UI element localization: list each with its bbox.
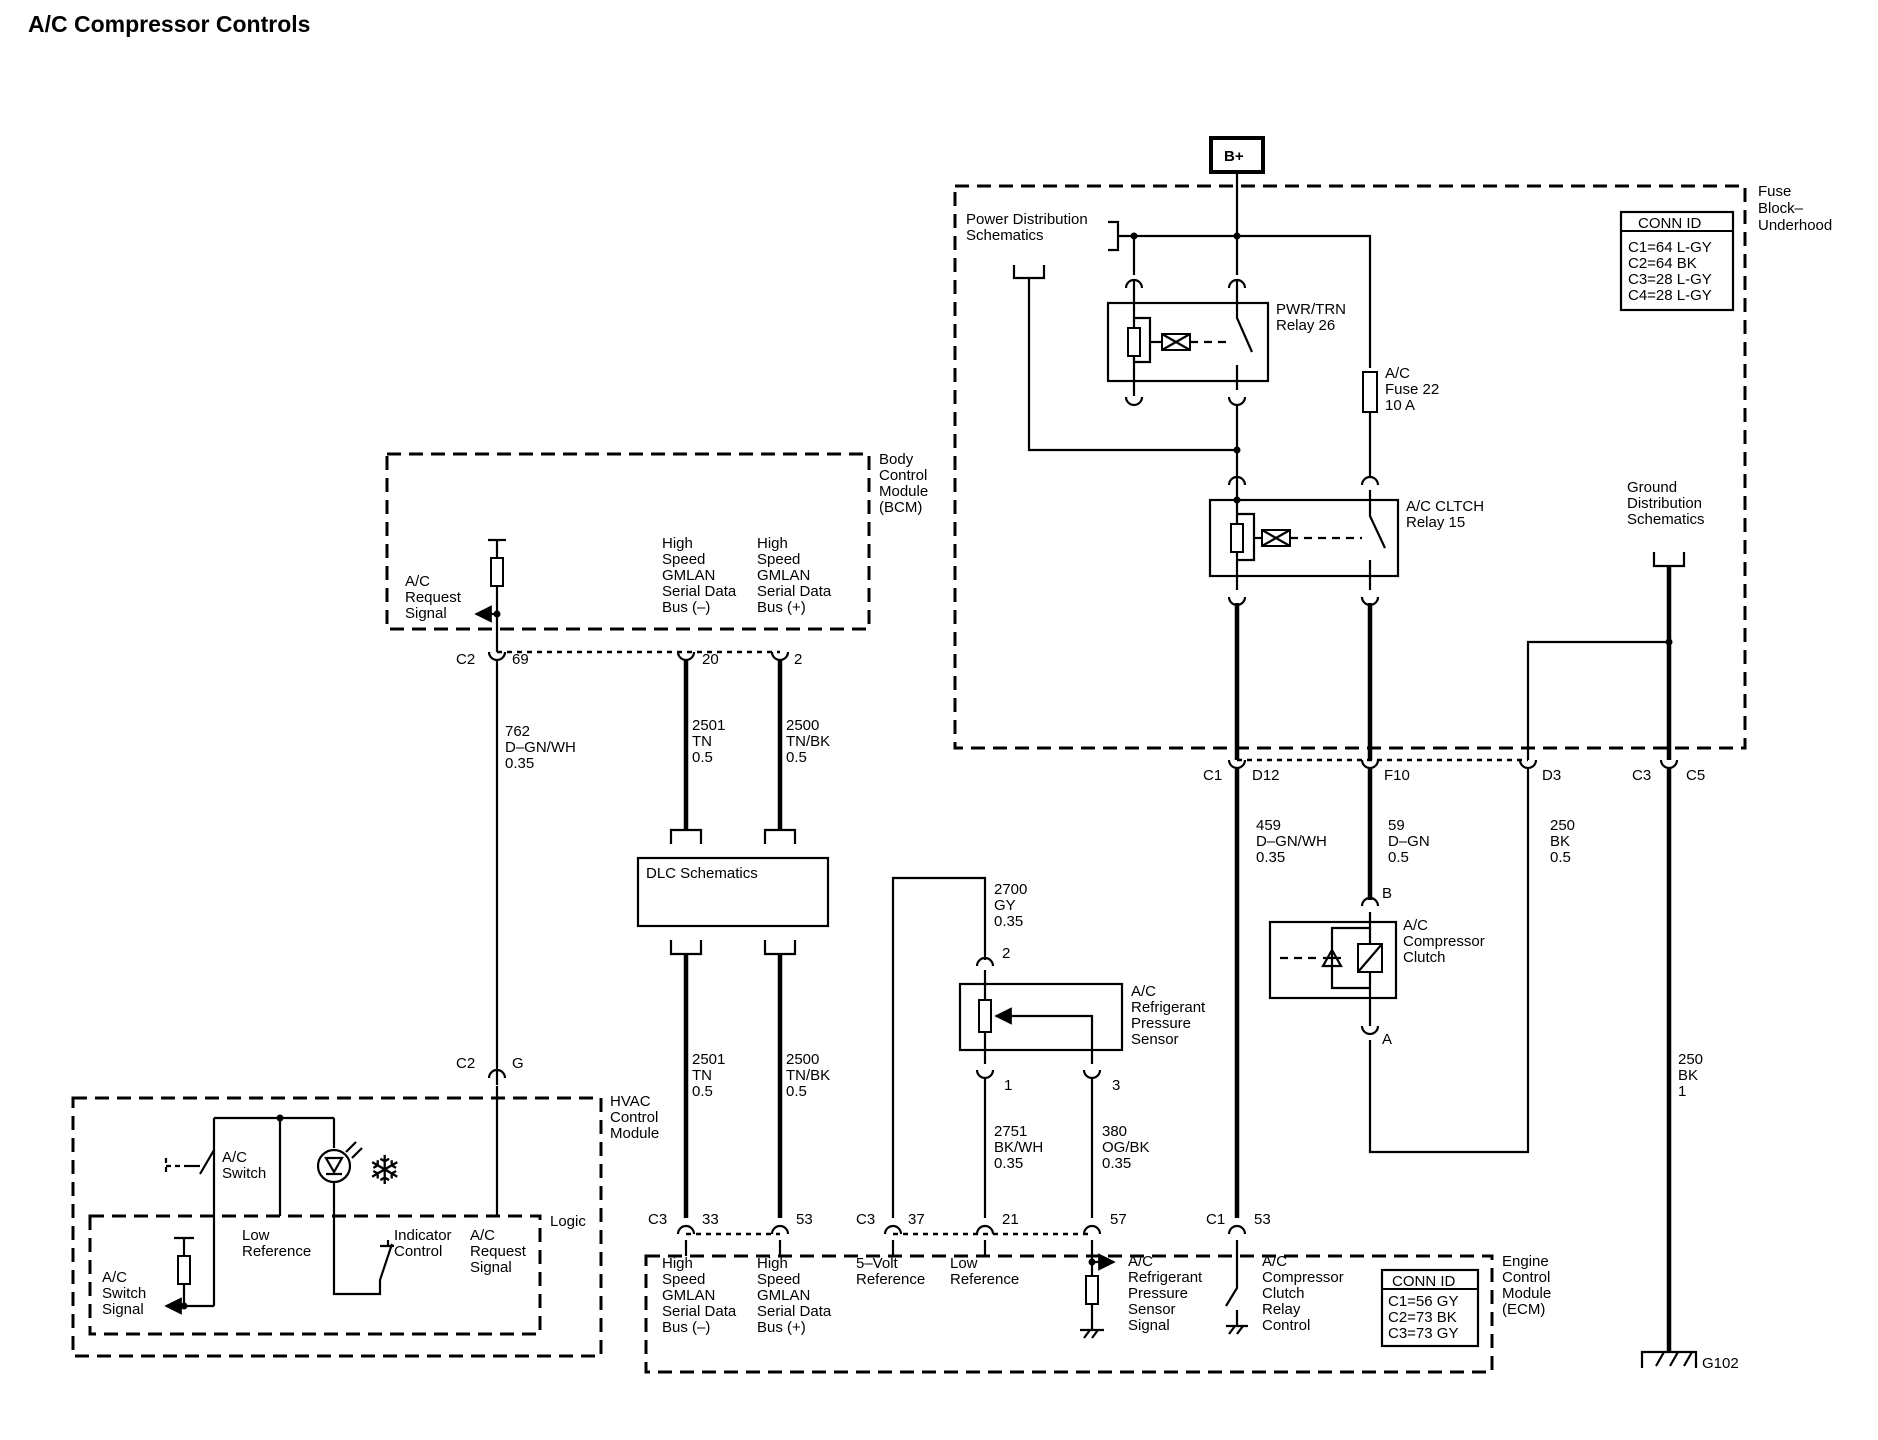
svg-text:2: 2	[1002, 945, 1010, 962]
svg-text:57: 57	[1110, 1211, 1127, 1228]
ac-fuse-22: A/C Fuse 22 10 A	[1362, 365, 1443, 414]
bcm-name: Body Control Module (BCM)	[879, 451, 932, 516]
fuse-block-underhood: B+ Fuse Block– Underhood CONN ID C1=64 L…	[953, 136, 1832, 784]
svg-text:C4=28 L-GY: C4=28 L-GY	[1628, 287, 1712, 304]
svg-text:1: 1	[1004, 1077, 1012, 1094]
diagram-title: A/C Compressor Controls	[28, 11, 310, 37]
power-distribution-label: Power Distribution Schematics	[966, 211, 1092, 244]
svg-text:20: 20	[702, 651, 719, 668]
indicator-control-label: Indicator Control	[394, 1227, 456, 1260]
svg-text:21: 21	[1002, 1211, 1019, 1228]
svg-text:A: A	[1382, 1031, 1392, 1048]
ac-refrigerant-pressure-sensor: 2700 GY 0.35 2 1 3 A/C Refrigerant Press…	[891, 876, 1209, 1218]
svg-text:37: 37	[908, 1211, 925, 1228]
svg-text:G102: G102	[1702, 1355, 1739, 1372]
svg-text:3: 3	[1112, 1077, 1120, 1094]
ac-switch-signal-label: A/C Switch Signal	[102, 1269, 150, 1318]
wire-59-label: 59 D–GN 0.5	[1388, 817, 1434, 866]
bcm-bus-plus-label: High Speed GMLAN Serial Data Bus (+)	[757, 535, 835, 616]
svg-text:F10: F10	[1384, 767, 1410, 784]
hvac-name: HVAC Control Module	[610, 1093, 663, 1142]
wire-762-label: 762 D–GN/WH 0.35	[505, 723, 580, 772]
ecm-bus-plus-label: High Speed GMLAN Serial Data Bus (+)	[757, 1255, 835, 1336]
wire-459-label: 459 D–GN/WH 0.35	[1256, 817, 1331, 866]
svg-text:CONN ID: CONN ID	[1392, 1273, 1456, 1290]
ac-switch-label: A/C Switch	[222, 1149, 266, 1182]
wire-2500-bottom-label: 2500 TN/BK 0.5	[786, 1051, 834, 1100]
ground-g102: G102	[1640, 1350, 1739, 1372]
svg-text:Logic: Logic	[550, 1213, 586, 1230]
svg-text:DLC Schematics: DLC Schematics	[646, 865, 758, 882]
dlc-schematics: DLC Schematics	[636, 828, 830, 956]
engine-control-module: Engine Control Module (ECM) CONN ID C1=5…	[644, 1211, 1555, 1374]
svg-text:C2: C2	[456, 651, 475, 668]
hvac-logic-outline	[88, 1214, 542, 1336]
pressure-sensor-name: A/C Refrigerant Pressure Sensor	[1131, 983, 1209, 1048]
wire-2501-top-label: 2501 TN 0.5	[692, 717, 730, 766]
bcm-request-signal-label: A/C Request Signal	[405, 573, 465, 622]
body-control-module: Body Control Module (BCM) A/C Request Si…	[385, 451, 932, 668]
ecm-conn-id-table: CONN ID C1=56 GY C2=73 BK C3=73 GY	[1380, 1268, 1480, 1348]
hvac-outline	[71, 1096, 603, 1358]
wire-2751-label: 2751 BK/WH 0.35	[994, 1123, 1047, 1172]
ecm-outline	[644, 1254, 1494, 1374]
ecm-clutch-control-label: A/C Compressor Clutch Relay Control	[1262, 1253, 1348, 1334]
svg-text:D3: D3	[1542, 767, 1561, 784]
pwr-trn-relay: PWR/TRN Relay 26	[1106, 278, 1350, 407]
svg-text:C3=73 GY: C3=73 GY	[1388, 1325, 1458, 1342]
wire-2500-top-label: 2500 TN/BK 0.5	[786, 717, 834, 766]
wire-2700-label: 2700 GY 0.35	[994, 881, 1032, 930]
hvac-request-label: A/C Request Signal	[470, 1227, 530, 1276]
svg-text:69: 69	[512, 651, 529, 668]
svg-text:C3: C3	[856, 1211, 875, 1228]
fuse-block-conn-id-table: CONN ID C1=64 L-GY C2=64 BK C3=28 L-GY C…	[1619, 210, 1735, 312]
hvac-low-ref-label: Low Reference	[242, 1227, 311, 1260]
svg-text:C2=73 BK: C2=73 BK	[1388, 1309, 1457, 1326]
svg-text:G: G	[512, 1055, 524, 1072]
compressor-clutch-name: A/C Compressor Clutch	[1403, 917, 1489, 966]
battery-terminal-label: B+	[1224, 148, 1244, 165]
svg-text:CONN ID: CONN ID	[1638, 215, 1702, 232]
snowflake-icon: ❄	[368, 1148, 402, 1194]
ecm-pressure-signal-label: A/C Refrigerant Pressure Sensor Signal	[1128, 1253, 1206, 1334]
svg-text:C1=56 GY: C1=56 GY	[1388, 1293, 1458, 1310]
svg-text:A/C CLTCH Relay 15: A/C CLTCH Relay 15	[1406, 498, 1488, 531]
hvac-control-module: HVAC Control Module Logic A/C Switch ❄ L…	[71, 1086, 663, 1358]
svg-text:C3: C3	[648, 1211, 667, 1228]
svg-text:C1: C1	[1206, 1211, 1225, 1228]
svg-text:53: 53	[796, 1211, 813, 1228]
indicator-led-icon	[316, 1148, 352, 1184]
svg-text:A/C Fuse 22 1: A/C Fuse 22 10 A	[1385, 365, 1443, 414]
wire-380-label: 380 OG/BK 0.35	[1102, 1123, 1154, 1172]
svg-text:C3=28 L-GY: C3=28 L-GY	[1628, 271, 1712, 288]
svg-text:PWR/TRN Relay 26: PWR/TRN Relay 26	[1276, 301, 1350, 334]
ecm-low-ref-label: Low Reference	[950, 1255, 1019, 1288]
ac-clutch-relay: A/C CLTCH Relay 15	[1208, 475, 1488, 607]
svg-text:B: B	[1382, 885, 1392, 902]
fuse-block-outline	[953, 184, 1747, 750]
ecm-bus-minus-label: High Speed GMLAN Serial Data Bus (–)	[662, 1255, 740, 1336]
svg-text:C5: C5	[1686, 767, 1705, 784]
svg-text:D12: D12	[1252, 767, 1280, 784]
svg-text:C2: C2	[456, 1055, 475, 1072]
svg-text:2: 2	[794, 651, 802, 668]
svg-text:C1=64 L-GY: C1=64 L-GY	[1628, 239, 1712, 256]
ecm-five-volt-label: 5–Volt Reference	[856, 1255, 925, 1288]
wire-250-c5-label: 250 BK 1	[1678, 1051, 1707, 1100]
svg-text:C1: C1	[1203, 767, 1222, 784]
wire-2501-bottom-label: 2501 TN 0.5	[692, 1051, 730, 1100]
ecm-name: Engine Control Module (ECM)	[1502, 1253, 1555, 1318]
svg-text:53: 53	[1254, 1211, 1271, 1228]
wire-250-d3-label: 250 BK 0.5	[1550, 817, 1579, 866]
fuse-block-name: Fuse Block– Underhood	[1758, 183, 1832, 234]
svg-text:C3: C3	[1632, 767, 1651, 784]
bcm-bus-minus-label: High Speed GMLAN Serial Data Bus (–)	[662, 535, 740, 616]
ac-compressor-clutch: B A A/C Compressor Clutch	[1268, 885, 1489, 1048]
ground-distribution-label: Ground Distribution Schematics	[1627, 479, 1706, 528]
svg-text:33: 33	[702, 1211, 719, 1228]
svg-text:C2=64 BK: C2=64 BK	[1628, 255, 1697, 272]
